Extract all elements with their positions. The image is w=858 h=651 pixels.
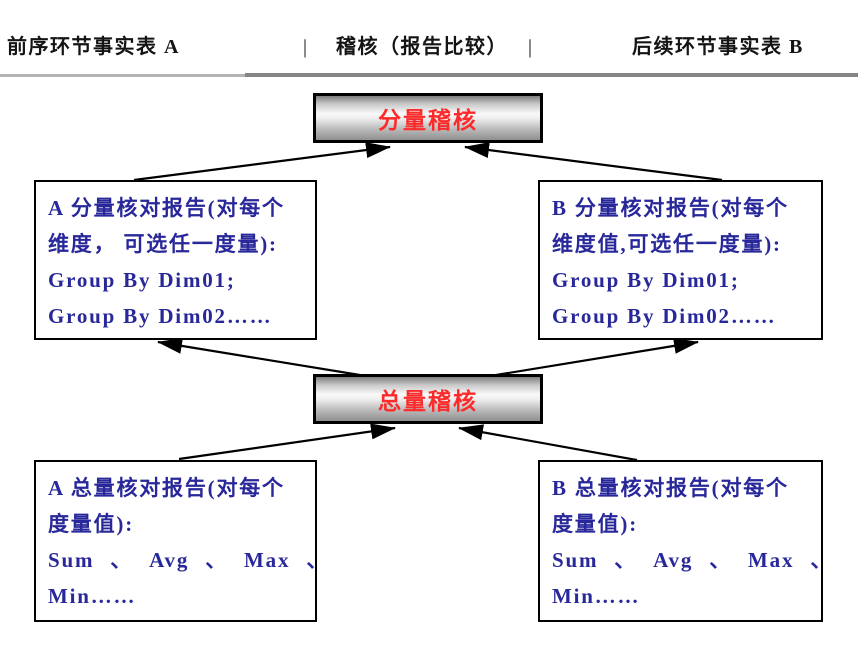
box-line: Sum 、 Avg 、 Max 、 xyxy=(552,548,834,572)
box-line: Min…… xyxy=(48,584,137,608)
box-line: A 分量核对报告(对每个 xyxy=(48,196,285,220)
box-b-component-report: B 分量核对报告(对每个 维度值,可选任一度量): Group By Dim01… xyxy=(538,180,823,340)
box-line: Group By Dim01; xyxy=(552,268,740,292)
box-a-total-report: A 总量核对报告(对每个 度量值): Sum 、 Avg 、 Max 、 Min… xyxy=(34,460,330,622)
node-component-audit-label: 分量稽核 xyxy=(378,108,478,133)
box-line: 维度值,可选任一度量): xyxy=(552,232,782,256)
arrow-total-audit-to-b-component xyxy=(489,337,699,378)
header-separator-2: | xyxy=(528,36,534,58)
box-line: Sum 、 Avg 、 Max 、 xyxy=(48,548,330,572)
box-line: Group By Dim02…… xyxy=(552,304,777,328)
box-line: Min…… xyxy=(552,584,641,608)
header-separator-1: | xyxy=(303,36,309,58)
box-b-total-report: B 总量核对报告(对每个 度量值): Sum 、 Avg 、 Max 、 Min… xyxy=(538,460,834,622)
arrow-b-total-to-audit xyxy=(458,424,638,462)
node-total-audit-label: 总量稽核 xyxy=(378,389,478,414)
box-a-component-report: A 分量核对报告(对每个 维度， 可选任一度量): Group By Dim01… xyxy=(34,180,317,340)
box-line: B 分量核对报告(对每个 xyxy=(552,196,789,220)
header-right-title: 后续环节事实表 B xyxy=(632,36,804,58)
node-total-audit: 总量稽核 xyxy=(313,374,543,424)
arrow-a-total-to-audit xyxy=(178,423,396,461)
header-center-title: 稽核（报告比较） xyxy=(336,36,508,58)
header-left-title: 前序环节事实表 A xyxy=(7,36,180,58)
box-line: Group By Dim02…… xyxy=(48,304,273,328)
header-rule-right-segment xyxy=(245,73,858,77)
box-line: 度量值): xyxy=(48,512,134,536)
box-line: B 总量核对报告(对每个 xyxy=(552,476,789,500)
arrow-total-audit-to-a-component xyxy=(157,337,367,378)
arrow-b-component-to-audit xyxy=(464,142,723,182)
node-component-audit: 分量稽核 xyxy=(313,93,543,143)
box-line: 维度， 可选任一度量): xyxy=(48,232,278,256)
box-line: Group By Dim01; xyxy=(48,268,236,292)
box-line: A 总量核对报告(对每个 xyxy=(48,476,285,500)
box-line: 度量值): xyxy=(552,512,638,536)
header-rule-left-segment xyxy=(0,74,245,77)
arrow-a-component-to-audit xyxy=(133,142,391,182)
